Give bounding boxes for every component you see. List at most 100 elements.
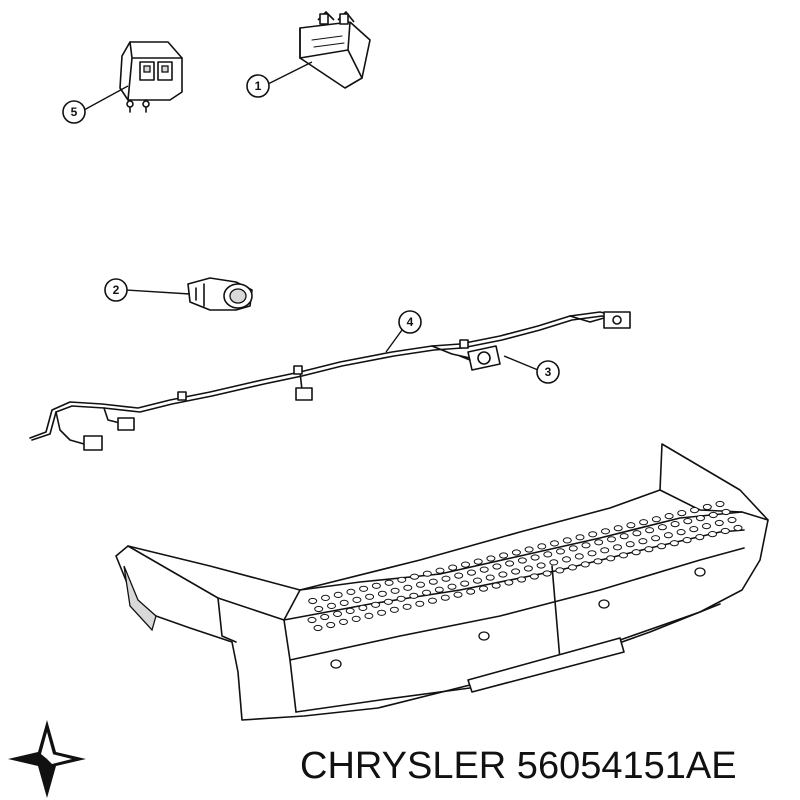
step-pad-hole <box>453 591 463 598</box>
step-pad-hole <box>733 524 743 532</box>
step-pad-hole <box>307 616 317 624</box>
step-pad-hole <box>422 589 431 596</box>
step-pad-hole <box>720 527 730 535</box>
step-pad-hole <box>594 539 604 546</box>
callout-5-number: 5 <box>71 105 78 119</box>
step-pad-hole <box>447 583 457 590</box>
step-pad-hole <box>613 544 622 551</box>
step-pad-hole <box>460 580 470 587</box>
step-pad-hole <box>721 508 731 516</box>
step-pad-hole <box>321 594 330 602</box>
step-pad-hole <box>428 578 438 585</box>
step-pad-hole <box>397 576 407 583</box>
step-pad-hole <box>461 561 470 568</box>
callout-2-number: 2 <box>113 283 120 297</box>
step-pad-hole <box>644 546 654 553</box>
step-pad-hole <box>333 591 343 599</box>
step-pad-hole <box>613 525 623 532</box>
step-pad-hole <box>504 579 514 586</box>
step-pad-hole <box>715 500 725 508</box>
step-pad-hole <box>345 607 355 615</box>
step-pad-hole <box>727 516 737 524</box>
step-pad-hole <box>383 598 393 605</box>
sensor-mount-hole <box>694 567 706 577</box>
step-pad-hole <box>651 516 661 523</box>
step-pad-hole <box>657 543 667 550</box>
step-pad-hole <box>708 511 718 519</box>
step-pad-hole <box>409 592 419 599</box>
step-pad-hole <box>466 588 476 595</box>
callout-4: 4 <box>385 310 422 353</box>
step-pad-hole <box>677 509 687 517</box>
step-pad-hole <box>473 577 482 584</box>
pentastar-icon <box>8 720 86 798</box>
step-pad-hole <box>600 547 610 554</box>
step-pad-hole <box>657 524 667 531</box>
step-pad-hole <box>645 527 655 534</box>
step-pad-hole <box>663 532 673 539</box>
step-pad-hole <box>371 601 381 608</box>
step-pad-hole <box>593 558 603 565</box>
step-pad-hole <box>606 555 616 562</box>
step-pad-hole <box>682 537 692 544</box>
callout-2: 2 <box>104 278 191 302</box>
step-pad-hole <box>588 531 598 538</box>
step-pad-hole <box>377 590 387 597</box>
bumper-step-pad-holes <box>307 500 743 669</box>
step-pad-hole <box>479 566 489 573</box>
step-pad-hole <box>346 588 356 596</box>
step-pad-hole <box>601 528 610 535</box>
electrical-connector-part <box>119 41 183 113</box>
step-pad-hole <box>625 541 635 548</box>
step-pad-hole <box>339 599 349 607</box>
step-pad-hole <box>308 597 318 605</box>
step-pad-hole <box>530 554 540 561</box>
rear-bumper-fascia-part <box>115 443 769 721</box>
step-pad-hole <box>416 581 425 588</box>
step-pad-hole <box>562 556 571 563</box>
step-pad-hole <box>499 552 509 559</box>
step-pad-hole <box>517 557 527 564</box>
wiring-harness-part <box>29 311 631 451</box>
step-pad-hole <box>505 560 515 567</box>
step-pad-hole <box>314 605 324 613</box>
step-pad-hole <box>702 503 712 511</box>
step-pad-hole <box>550 540 559 547</box>
step-pad-hole <box>498 571 508 578</box>
step-pad-hole <box>574 553 584 560</box>
step-pad-hole <box>402 603 412 610</box>
step-pad-hole <box>389 606 399 613</box>
step-pad-hole <box>486 555 496 562</box>
step-pad-hole <box>690 507 699 514</box>
step-pad-hole <box>511 568 521 575</box>
step-pad-hole <box>358 604 368 612</box>
step-pad-hole <box>396 595 406 602</box>
step-pad-hole <box>549 559 559 566</box>
step-pad-hole <box>696 515 705 522</box>
step-pad-hole <box>491 582 501 589</box>
step-pad-hole <box>568 545 578 552</box>
step-pad-hole <box>479 585 488 592</box>
step-pad-hole <box>670 521 680 528</box>
step-pad-hole <box>537 543 547 550</box>
step-pad-hole <box>638 538 648 545</box>
step-pad-hole <box>702 523 711 530</box>
step-pad-hole <box>351 615 361 623</box>
callout-3: 3 <box>503 355 560 384</box>
step-pad-hole <box>639 519 649 526</box>
step-pad-hole <box>568 564 577 571</box>
step-pad-hole <box>333 610 342 618</box>
step-pad-hole <box>390 587 400 594</box>
step-pad-hole <box>575 534 585 541</box>
step-pad-hole <box>371 582 381 589</box>
step-pad-hole <box>403 584 413 591</box>
step-pad-hole <box>676 529 686 536</box>
step-pad-hole <box>581 542 591 549</box>
step-pad-hole <box>632 530 642 537</box>
step-pad-hole <box>364 612 374 620</box>
step-pad-hole <box>511 549 521 556</box>
step-pad-hole <box>326 621 336 629</box>
step-pad-hole <box>714 519 724 527</box>
callout-4-number: 4 <box>407 315 414 329</box>
